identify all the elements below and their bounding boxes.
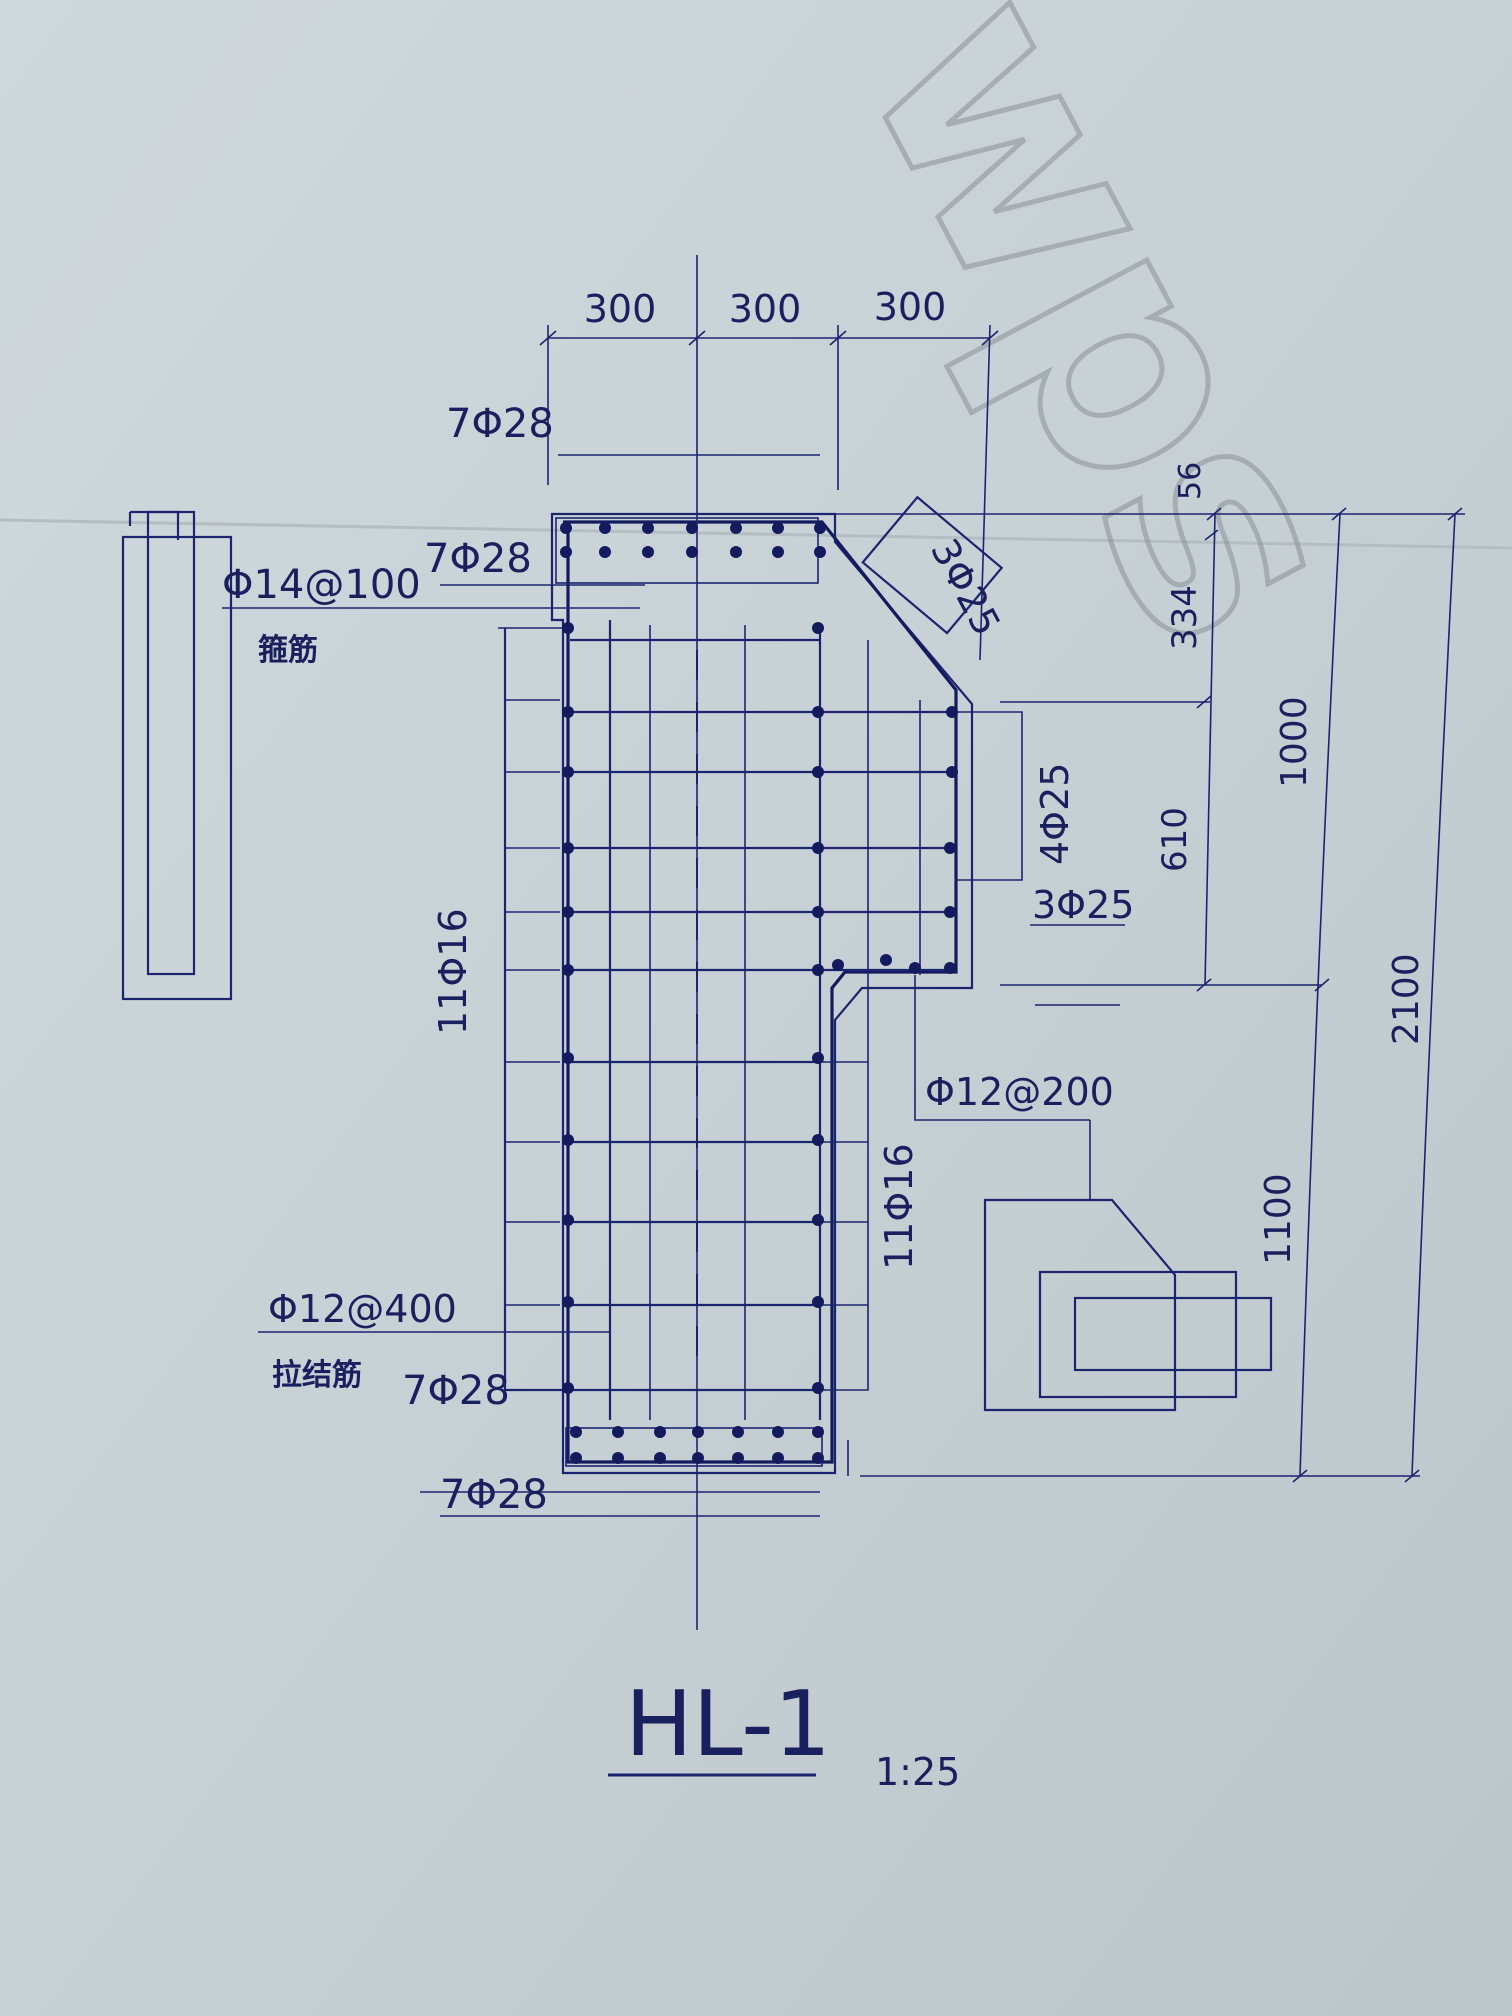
rebar-dot <box>812 1426 824 1438</box>
rebar-dot <box>732 1452 744 1464</box>
dim-334: 334 <box>1165 585 1205 650</box>
rebar-dot <box>560 522 572 534</box>
rebar-dot <box>812 1052 824 1064</box>
label-stirrup-name: 箍筋 <box>258 633 318 668</box>
rebar-dot <box>562 964 574 976</box>
rebar-dot <box>686 546 698 558</box>
dim-610: 610 <box>1155 807 1195 872</box>
dimension-lines <box>222 324 1465 1517</box>
rebar-dot <box>812 766 824 778</box>
dimension-texts: 300 300 300 56 334 610 1000 2100 1100 <box>584 285 1427 1265</box>
rebar-dot <box>944 842 956 854</box>
rebar-dot <box>642 546 654 558</box>
rebar-dot <box>692 1426 704 1438</box>
rebar-dot <box>909 962 921 974</box>
rebar-dot <box>772 546 784 558</box>
rebar-dot <box>562 842 574 854</box>
rebar-dot <box>562 1052 574 1064</box>
rebar-dot <box>812 1452 824 1464</box>
dim-top-1: 300 <box>584 287 657 331</box>
rebar-dot <box>560 546 572 558</box>
label-side-bars-4: 4Φ25 <box>1033 763 1077 865</box>
rebar-dot <box>812 622 824 634</box>
tie-detail <box>914 975 1273 1412</box>
rebar-dot <box>812 1134 824 1146</box>
label-side-left: 11Φ16 <box>431 908 475 1035</box>
chamfer-stirrup <box>861 495 1004 635</box>
rebar-dot <box>570 1426 582 1438</box>
rebar-dot <box>730 522 742 534</box>
rebar-dot <box>562 766 574 778</box>
rebar-dot <box>570 1452 582 1464</box>
label-tie-left: Φ12@400 <box>268 1287 457 1331</box>
rebar-dot <box>812 1296 824 1308</box>
rebar-dot <box>832 959 844 971</box>
rebar-dot <box>772 522 784 534</box>
rebar-dot <box>612 1426 624 1438</box>
rebar-dot <box>562 1382 574 1394</box>
rebar-dot <box>612 1452 624 1464</box>
rebar-dot <box>562 1214 574 1226</box>
rebar-dot <box>814 546 826 558</box>
label-top-bars-1: 7Φ28 <box>446 401 554 447</box>
rebar-dot <box>599 522 611 534</box>
label-bottom-bars-1: 7Φ28 <box>402 1368 510 1414</box>
rebar-dot <box>812 1214 824 1226</box>
dim-1000: 1000 <box>1274 696 1315 788</box>
dim-56: 56 <box>1173 462 1208 500</box>
label-bottom-bars-2: 7Φ28 <box>440 1472 548 1518</box>
title-block: HL-1 1:25 <box>608 1672 960 1794</box>
rebar-dot <box>812 842 824 854</box>
label-side-right: 11Φ16 <box>877 1143 921 1270</box>
rebar-dot <box>814 522 826 534</box>
rebar-dot <box>880 954 892 966</box>
rebar-dot <box>562 706 574 718</box>
drawing-scale: 1:25 <box>875 1750 960 1794</box>
rebar-dot <box>654 1426 666 1438</box>
label-tie-right: Φ12@200 <box>925 1070 1114 1114</box>
side-bar-lines-right <box>820 640 1023 1391</box>
side-bar-lines-left <box>498 627 568 1392</box>
rebar-dot <box>946 706 958 718</box>
dim-top-2: 300 <box>729 287 802 331</box>
paper-fold <box>0 518 1512 550</box>
rebar-dot <box>812 906 824 918</box>
rebar-dot <box>732 1426 744 1438</box>
rebar-dot <box>944 906 956 918</box>
rebar-dot <box>686 522 698 534</box>
rebar-dot <box>772 1452 784 1464</box>
rebar-dot <box>562 622 574 634</box>
label-side-bars-3: 3Φ25 <box>1032 883 1134 927</box>
drawing-title: HL-1 <box>625 1672 831 1777</box>
label-tie-name: 拉结筋 <box>272 1358 362 1393</box>
rebar-dot <box>562 906 574 918</box>
rebar-dot <box>692 1452 704 1464</box>
dim-2100: 2100 <box>1386 953 1427 1045</box>
label-top-bars-2: 7Φ28 <box>424 536 532 582</box>
top-bar-leaders <box>558 454 820 456</box>
rebar-dot <box>772 1426 784 1438</box>
dim-top-3: 300 <box>874 285 947 329</box>
dim-1100: 1100 <box>1258 1173 1299 1265</box>
label-stirrup-spec: Φ14@100 <box>222 562 421 608</box>
rebar-dot <box>599 546 611 558</box>
rebar-dot <box>654 1452 666 1464</box>
rebar-dot <box>946 766 958 778</box>
rebar-dot <box>812 706 824 718</box>
rebar-dot <box>730 546 742 558</box>
rebar-dot <box>812 1382 824 1394</box>
rebar-dots <box>560 522 958 1464</box>
rebar-dot <box>944 962 956 974</box>
rebar-dot <box>562 1296 574 1308</box>
rebar-dot <box>642 522 654 534</box>
rebar-dot <box>812 964 824 976</box>
rebar-dot <box>562 1134 574 1146</box>
rebar-labels: 7Φ28 7Φ28 Φ14@100 箍筋 3Φ25 4Φ25 3Φ25 11Φ1… <box>222 401 1134 1518</box>
stirrup-detail <box>121 510 233 1001</box>
